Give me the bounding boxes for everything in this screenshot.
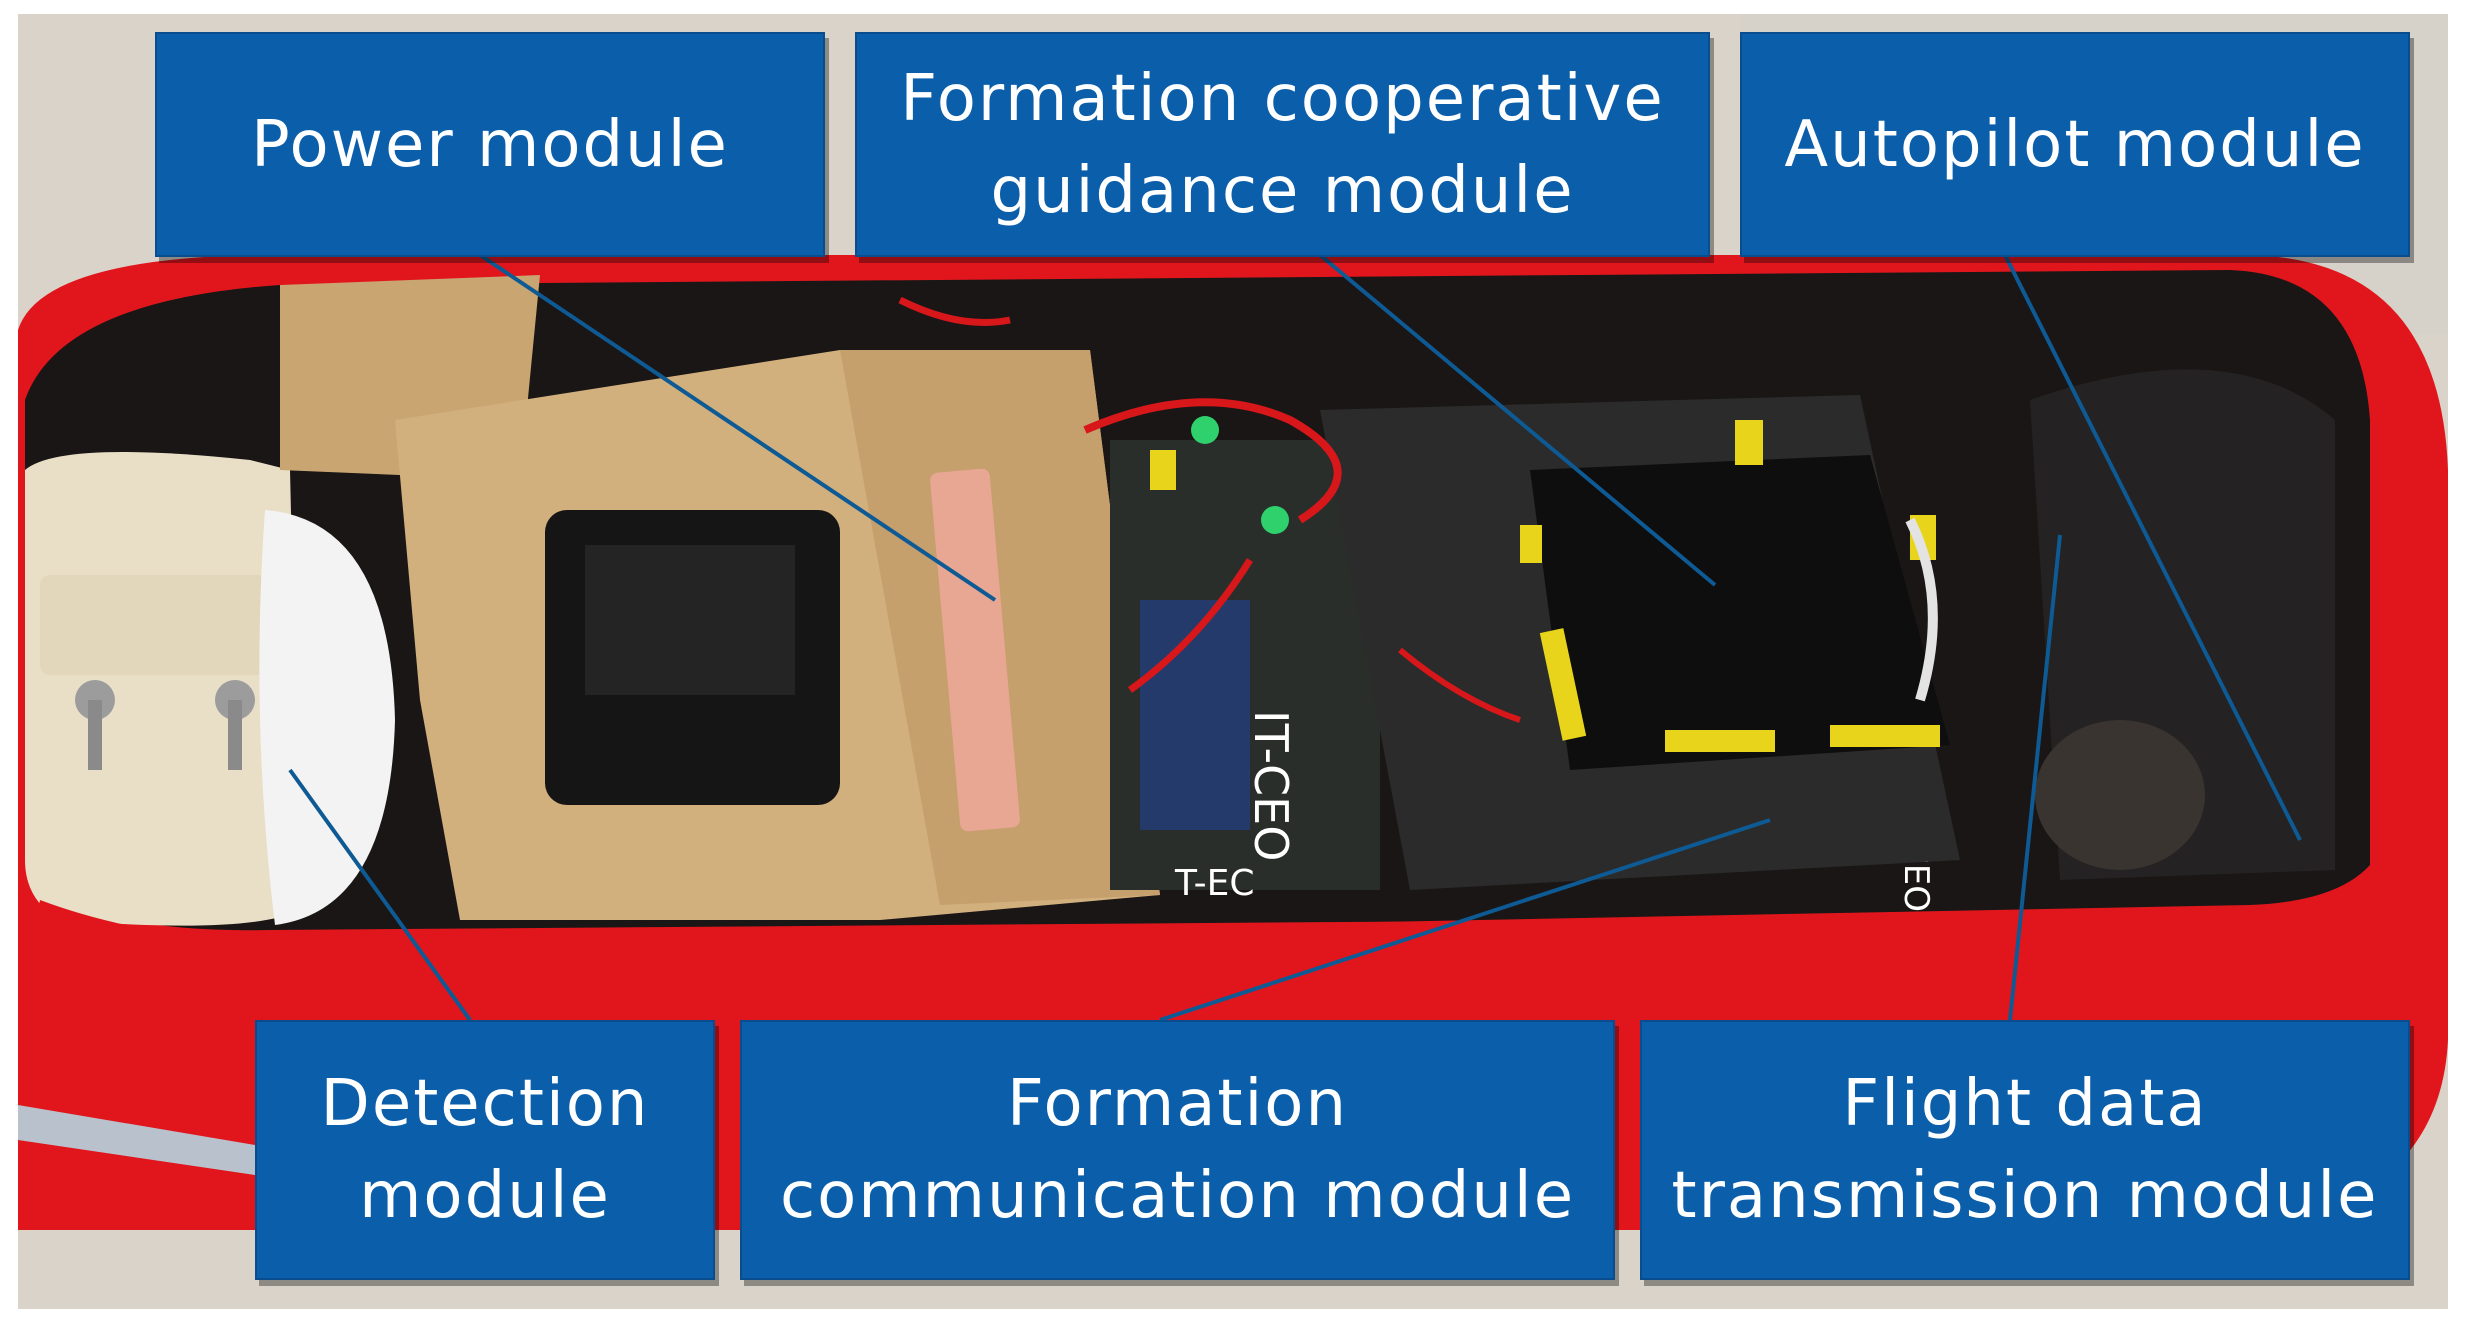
tape-strip bbox=[930, 468, 1020, 832]
mount-clamp bbox=[40, 575, 300, 675]
leader-line-power bbox=[478, 253, 997, 602]
servo bbox=[2035, 720, 2205, 870]
callout-power-module: Power module bbox=[155, 32, 825, 257]
yellow-tag bbox=[1539, 628, 1587, 741]
callout-label: Formation cooperative guidance module bbox=[900, 61, 1665, 228]
bolt-shaft bbox=[228, 700, 242, 770]
red-wire bbox=[1083, 398, 1342, 524]
yellow-tag bbox=[1735, 420, 1763, 465]
yellow-tag bbox=[1830, 725, 1940, 747]
leader-line-autopilot bbox=[2003, 254, 2302, 841]
board-label: IT-CEO bbox=[1244, 710, 1298, 861]
leader-lines bbox=[288, 253, 2302, 1022]
callout-label: Detection module bbox=[320, 1067, 650, 1233]
leader-line-guidance bbox=[1318, 253, 1717, 587]
callout-autopilot-module: Autopilot module bbox=[1740, 32, 2410, 257]
white-wire bbox=[1905, 517, 1938, 702]
board-label: T-EC bbox=[1174, 863, 1255, 904]
callout-formation-guidance-module: Formation cooperative guidance module bbox=[855, 32, 1710, 257]
yellow-tag bbox=[1150, 450, 1176, 490]
callout-detection-module: Detection module bbox=[255, 1020, 715, 1280]
callout-formation-communication-module: Formation communication module bbox=[740, 1020, 1615, 1280]
green-led bbox=[1261, 506, 1289, 534]
leader-line-flight-data bbox=[2008, 534, 2062, 1021]
leader-line-detection bbox=[288, 768, 472, 1022]
detection-ring bbox=[259, 510, 395, 925]
yellow-tag bbox=[1665, 730, 1775, 752]
callout-flight-data-transmission-module: Flight data transmission module bbox=[1640, 1020, 2410, 1280]
leader-line-communication bbox=[1159, 818, 1771, 1022]
green-led bbox=[1191, 416, 1219, 444]
cockpit-rim bbox=[18, 820, 2395, 1010]
red-wire bbox=[1127, 558, 1253, 693]
bolt-shaft bbox=[88, 700, 102, 770]
callout-label: Power module bbox=[251, 107, 729, 182]
callout-label: Flight data transmission module bbox=[1671, 1067, 2379, 1233]
red-wire bbox=[1398, 647, 1521, 723]
yellow-tag bbox=[1520, 525, 1542, 563]
red-wire bbox=[898, 296, 1011, 326]
callout-label: Autopilot module bbox=[1784, 107, 2366, 182]
board-decal-blue bbox=[1140, 600, 1250, 830]
guidance-module-box bbox=[1530, 455, 1950, 770]
callout-label: Formation communication module bbox=[779, 1067, 1576, 1233]
power-module-label bbox=[585, 545, 795, 695]
motor-mount bbox=[25, 452, 300, 926]
fuselage-stripe bbox=[18, 1105, 255, 1175]
